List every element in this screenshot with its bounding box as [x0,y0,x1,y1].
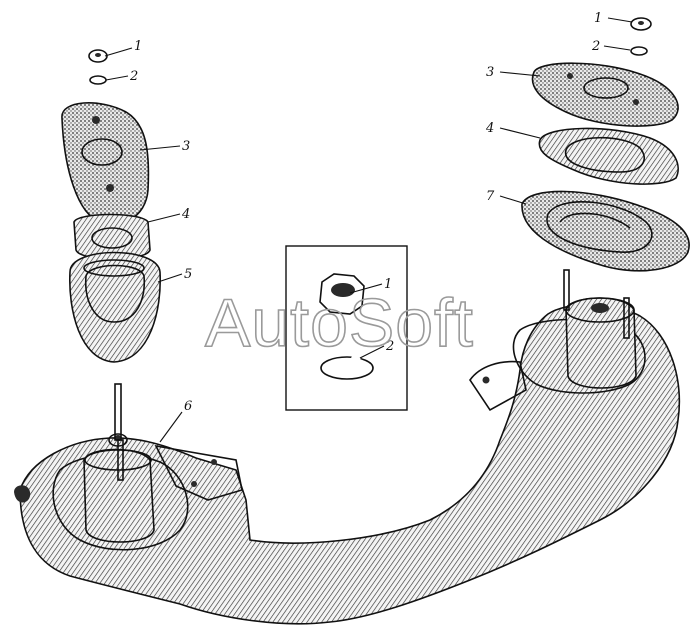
left-lock-washer [89,75,107,85]
callout-right-2: 2 [591,39,600,54]
inset-lock-washer [320,354,374,380]
callouts-left: 1 2 3 4 5 [129,39,192,282]
callout-6: 6 [184,399,192,414]
right-cushion-plate [531,62,679,127]
callout-right-7: 7 [486,189,495,204]
left-cushion-plate [61,102,150,226]
frame-crossmember [14,303,681,625]
callout-left-1: 1 [134,39,142,54]
callouts-inset: 1 2 [384,277,394,354]
callout-left-4: 4 [181,207,190,222]
callout-left-5: 5 [184,267,192,282]
left-nut [88,49,108,63]
callout-inset-2: 2 [385,339,394,354]
callout-inset-1: 1 [384,277,392,292]
watermark-text: AutoSoft [205,285,474,361]
left-mount-boss [83,383,155,543]
right-mount-boss [563,269,637,389]
inset-box [285,245,408,411]
right-cushion [521,190,690,272]
right-lock-washer [630,46,648,56]
right-nut [630,17,652,31]
right-spacer [538,127,679,185]
callout-right-1: 1 [594,11,602,26]
callout-left-3: 3 [182,139,190,154]
left-cushion [68,251,162,363]
callout-right-4: 4 [485,121,494,136]
callout-left-2: 2 [129,69,138,84]
callouts-right: 1 2 3 4 7 [485,11,602,204]
leader-lines [104,17,633,443]
callouts-center: 6 [184,399,192,414]
callout-right-3: 3 [486,65,494,80]
inset-nut [319,273,365,315]
